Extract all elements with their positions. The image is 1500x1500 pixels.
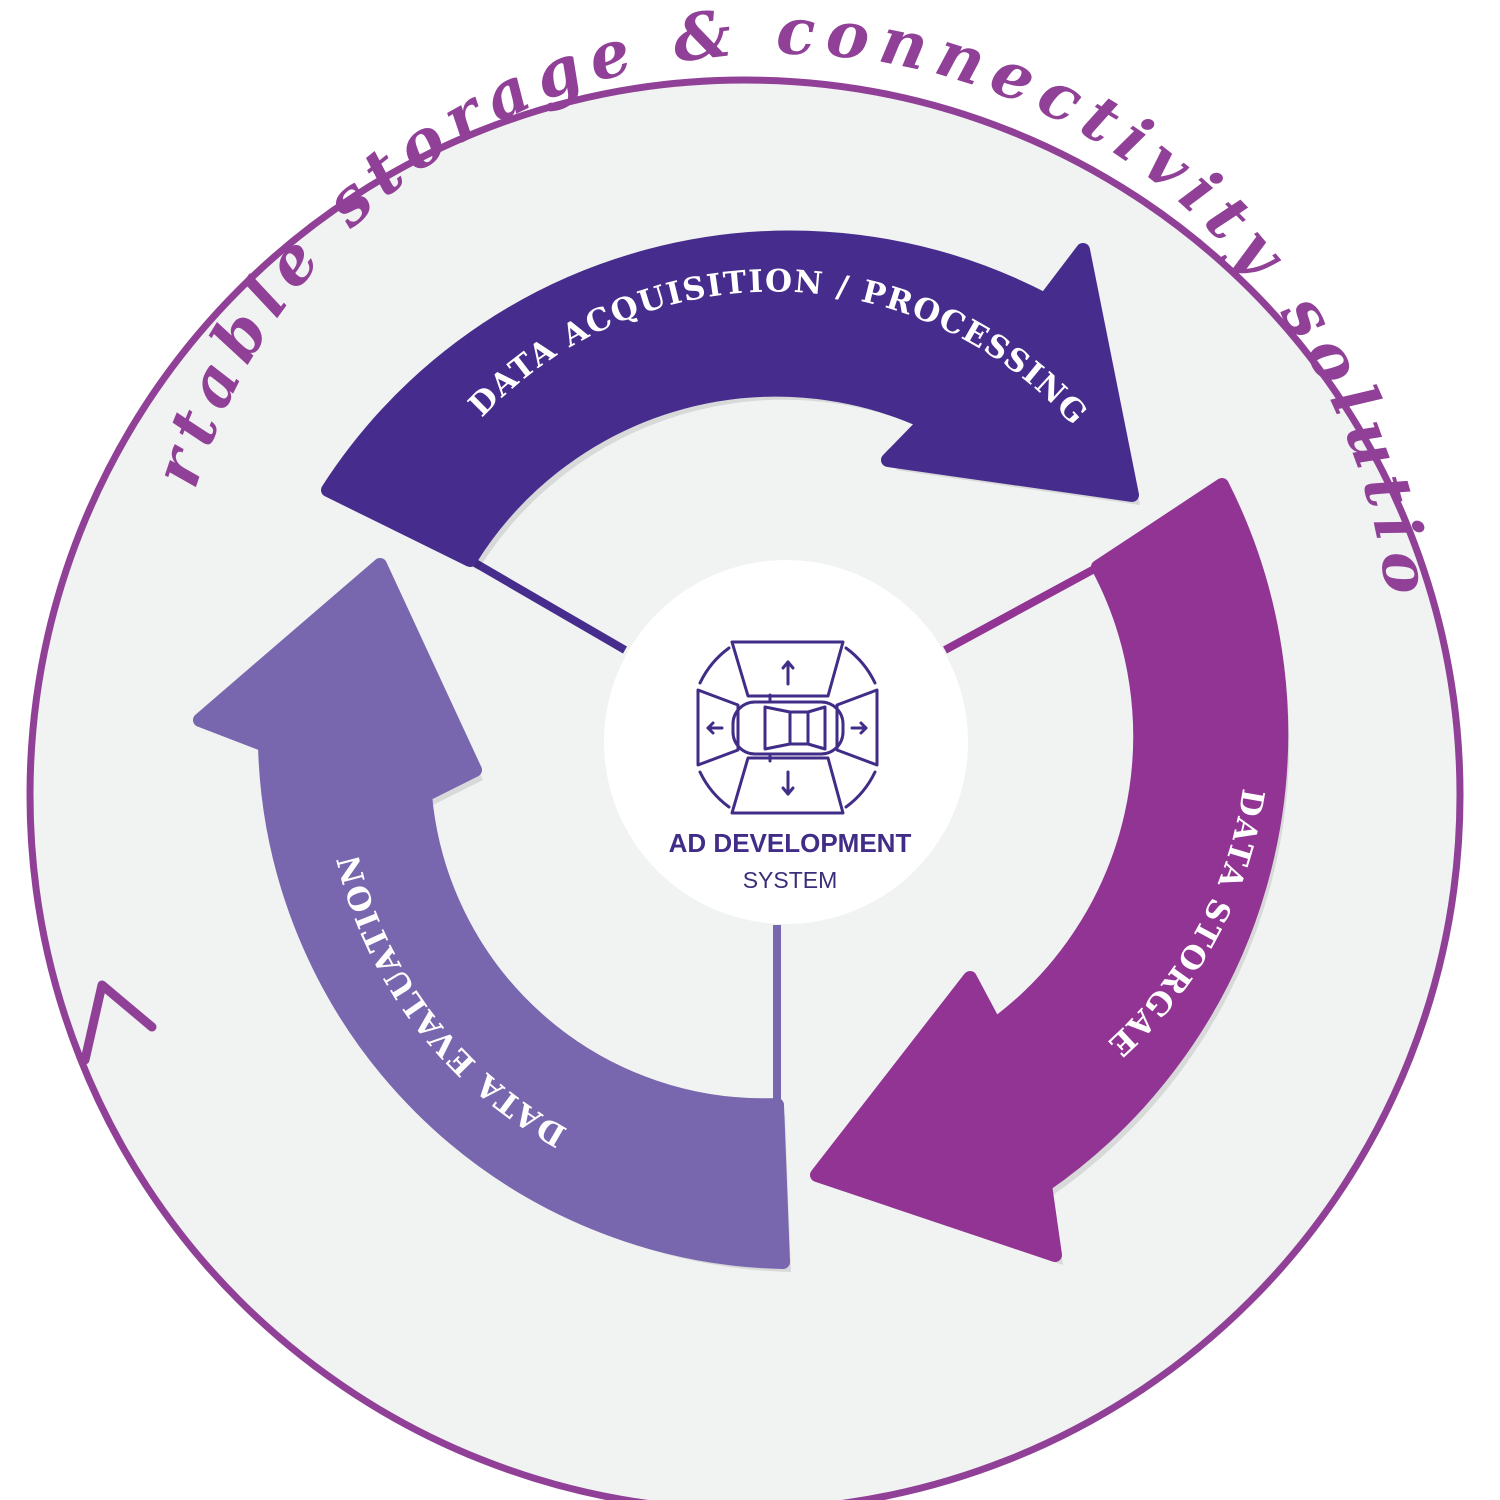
- car-sensor-icon: [696, 640, 879, 815]
- center-hub: [604, 560, 968, 924]
- arrow-data-acquisition: [321, 230, 1139, 567]
- center-subtitle: SYSTEM: [743, 867, 838, 893]
- chevron-arrowhead-icon: [80, 980, 157, 1065]
- arrow-data-evaluation: [193, 558, 790, 1269]
- center-title: AD DEVELOPMENT: [669, 828, 912, 858]
- connector-line-storage: [943, 563, 1100, 654]
- outer-ring: [26, 76, 1464, 1500]
- arrow-data-storage: [810, 478, 1289, 1262]
- connector-line-acquisition: [467, 556, 628, 654]
